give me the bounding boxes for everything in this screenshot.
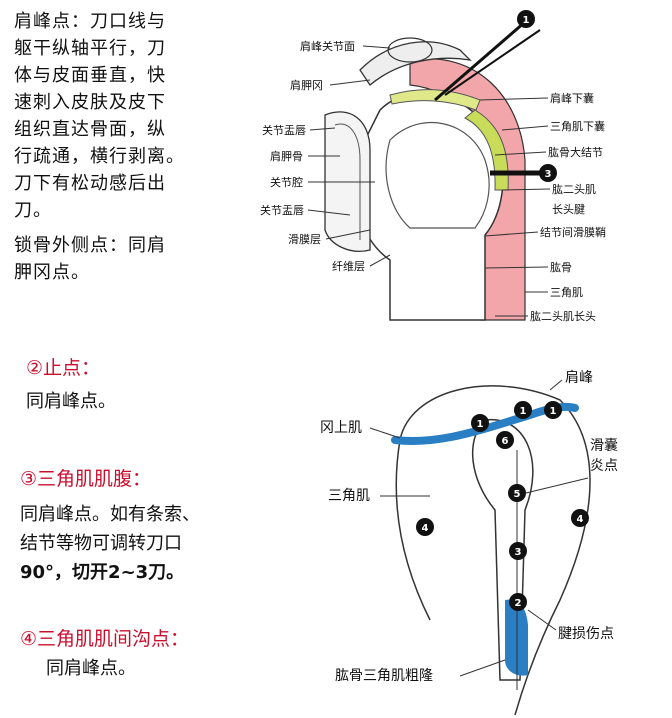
section-2-body-1: 同肩峰点。	[26, 391, 116, 412]
marker-1-top	[517, 10, 535, 28]
label-bursitis-2: 炎点	[590, 458, 618, 474]
supraspinatus-blue	[391, 402, 579, 445]
marker-4-left: 4	[422, 523, 429, 534]
section-2-heading: ②止点：	[26, 357, 101, 379]
marker-6: 6	[502, 436, 509, 447]
clavicle-line-1: 锁骨外侧点：同肩	[14, 235, 166, 256]
label-scapular-spine: 肩胛冈	[290, 78, 323, 92]
label-acromion-articular: 肩峰关节面	[300, 39, 355, 53]
label-long-head-tendon: 长头腱	[552, 203, 585, 216]
shoulder-joint-diagram: 1 3 肩峰关节面 肩胛冈 关节盂唇 肩胛骨 关节腔 关节盂唇 滑膜层 纤维层 …	[260, 10, 606, 323]
label-deltoid: 三角肌	[550, 286, 583, 299]
marker-3: 3	[515, 547, 522, 558]
deltoid-outline	[399, 385, 591, 716]
label-synovial-sheath: 结节间滑膜鞘	[540, 225, 606, 239]
label-glenoid-labrum-2: 关节盂唇	[260, 203, 304, 217]
humerus-inner	[385, 122, 490, 229]
acromion-point-line-6: 行疏通，横行剥离。	[14, 146, 185, 167]
section-4-body-1: 同肩峰点。	[46, 658, 136, 679]
label-tendon-injury: 腱损伤点	[558, 626, 614, 642]
section-3-body-2: 结节等物可调转刀口	[20, 533, 182, 554]
marker-1-top-label: 1	[523, 15, 530, 26]
acromion-point-line-2: 躯干纵轴平行，刀	[14, 38, 166, 59]
label-biceps-long-head: 肱二头肌长头	[530, 309, 596, 323]
marker-4-right: 4	[577, 514, 584, 525]
marker-1b: 1	[520, 406, 527, 417]
left-labels: 肩峰关节面 肩胛冈 关节盂唇 肩胛骨 关节腔 关节盂唇 滑膜层 纤维层	[260, 39, 391, 273]
marker-3-top	[539, 164, 557, 182]
label-scapula: 肩胛骨	[270, 149, 303, 163]
right-labels: 肩峰下囊 三角肌下囊 肱骨大结节 肱二头肌 长头腱 结节间滑膜鞘 肱骨 三角肌 …	[479, 91, 606, 323]
label-joint-cavity: 关节腔	[270, 175, 303, 189]
label-glenoid-labrum-1: 关节盂唇	[262, 123, 306, 137]
label-subacromial-bursa: 肩峰下囊	[550, 91, 594, 105]
label-subdeltoid-bursa: 三角肌下囊	[550, 119, 605, 133]
humerus-outline	[472, 419, 534, 681]
acromion-point-line-3: 体与皮面垂直，快	[14, 65, 166, 86]
section-3-body-1: 同肩峰点。如有条索、	[20, 504, 200, 525]
label-acromion: 肩峰	[565, 370, 593, 386]
label-deltoid-bottom: 三角肌	[328, 488, 370, 504]
markers: 1 1 1 6 5 4 4 3 2	[416, 401, 589, 611]
label-synovial: 滑膜层	[288, 233, 321, 246]
acromion-point-line-7: 刀下有松动感后出	[14, 173, 166, 194]
label-fibrous: 纤维层	[332, 260, 365, 273]
label-greater-tubercle: 肱骨大结节	[548, 145, 603, 159]
section-3-body: 同肩峰点。如有条索、 结节等物可调转刀口 90°，切开2~3刀。	[20, 500, 200, 587]
tendon-green	[464, 109, 509, 191]
needle-1	[434, 20, 526, 102]
marker-5: 5	[514, 489, 521, 500]
left-text-block: 肩峰点：刀口线与 躯干纵轴平行，刀 体与皮面垂直，快 速刺入皮肤及皮下 组织直达…	[14, 8, 244, 286]
acromion-point-line-5: 组织直达骨面，纵	[14, 119, 166, 140]
marker-1c: 1	[550, 406, 557, 417]
acromion-point-line-8: 刀。	[14, 200, 52, 221]
label-tuberosity: 肱骨三角肌粗隆	[335, 668, 433, 684]
acromion-bone	[359, 41, 472, 86]
label-humerus: 肱骨	[550, 260, 572, 274]
acromion-point-line-4: 速刺入皮肤及皮下	[14, 92, 166, 113]
clavicle-line-2: 胛冈点。	[14, 262, 90, 283]
section-4-heading: ④三角肌肌间沟点：	[20, 628, 190, 650]
section-3-body-3: 90°，切开2~3刀。	[20, 562, 185, 583]
label-bursitis-1: 滑囊	[590, 437, 618, 454]
marker-3-top-label: 3	[545, 169, 552, 180]
deltoid-points-diagram: 1 1 1 6 5 4 4 3 2 肩峰 冈上肌 三角肌 滑囊 炎点 腱损伤点 …	[320, 370, 618, 716]
marker-1a: 1	[477, 419, 484, 430]
marker-2: 2	[515, 598, 522, 609]
label-supraspinatus: 冈上肌	[320, 420, 362, 436]
label-biceps: 肱二头肌	[552, 182, 596, 196]
section-3-heading: ③三角肌肌腹：	[20, 468, 152, 490]
acromion-point-line-1: 肩峰点：刀口线与	[14, 11, 166, 32]
